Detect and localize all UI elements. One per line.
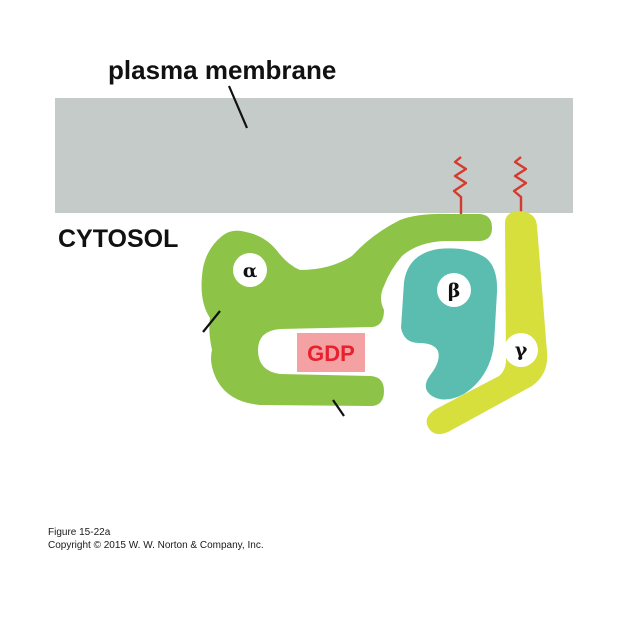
plasma-membrane-pointer <box>227 85 249 129</box>
alpha-pointer-bottom <box>332 399 345 417</box>
gamma-subunit <box>426 211 548 435</box>
plasma-membrane <box>55 98 573 213</box>
figure-number: Figure 15-22a <box>48 527 111 538</box>
plasma-membrane-label: plasma membrane <box>108 55 336 85</box>
beta-label-circle <box>437 273 471 307</box>
gdp-label: GDP <box>307 341 355 366</box>
gamma-label-circle <box>504 333 538 367</box>
alpha-subunit <box>201 213 492 406</box>
gamma-label: γ <box>515 339 528 361</box>
alpha-label-circle <box>233 253 267 287</box>
lipid-anchor-gamma <box>512 156 528 218</box>
beta-label: β <box>448 280 461 302</box>
copyright-notice: Copyright © 2015 W. W. Norton & Company,… <box>48 540 264 551</box>
alpha-pointer-left <box>202 310 221 333</box>
cytosol-label: CYTOSOL <box>58 225 178 253</box>
gdp-box <box>297 333 365 372</box>
beta-subunit <box>401 248 498 400</box>
alpha-label: α <box>243 260 258 282</box>
lipid-anchor-alpha <box>452 156 468 214</box>
